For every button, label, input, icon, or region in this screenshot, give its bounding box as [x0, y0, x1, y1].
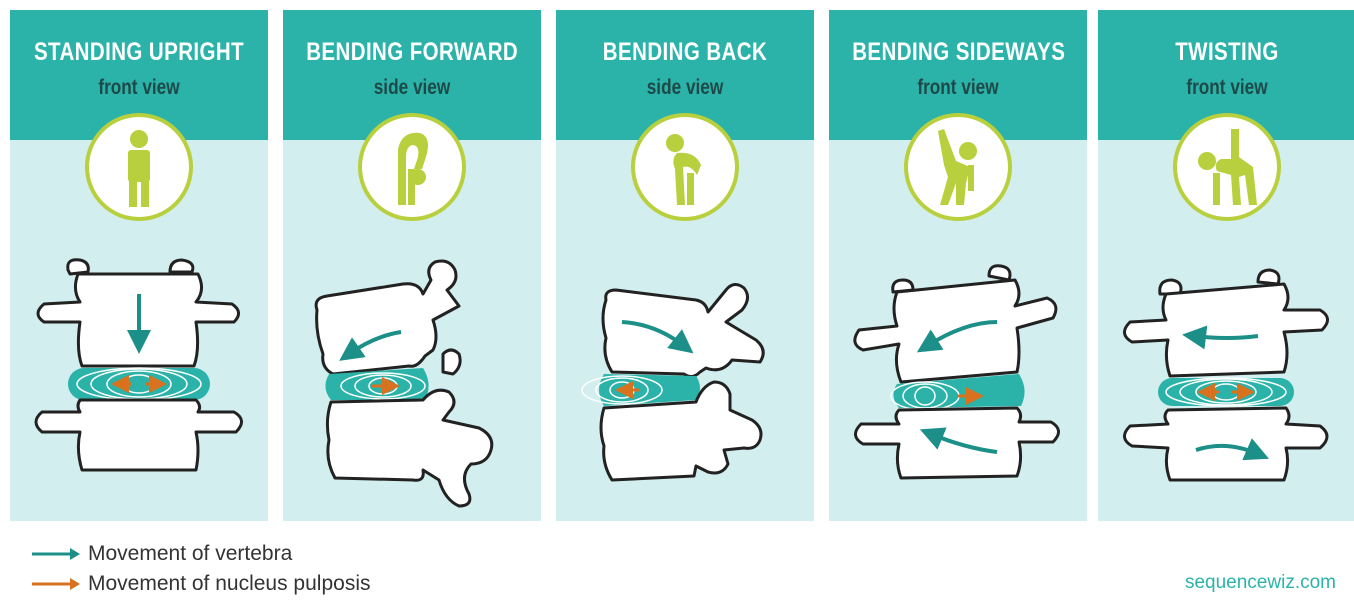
legend-vertebra: Movement of vertebra [30, 541, 292, 567]
spine-diagram [829, 250, 1087, 520]
intervertebral-disc [1158, 378, 1294, 406]
intervertebral-disc [68, 368, 210, 400]
standing-figure-icon [85, 113, 193, 221]
spine-diagram [10, 250, 268, 520]
upper-vertebra [1124, 270, 1327, 376]
panel-standing-upright: STANDING UPRIGHT front view [10, 10, 268, 521]
panel-title: BENDING BACK [579, 38, 791, 67]
upper-vertebra [316, 261, 459, 374]
legend-label: Movement of nucleus pulposis [88, 572, 371, 596]
panel-title: TWISTING [1121, 38, 1333, 67]
teal-arrow-icon [30, 547, 82, 561]
orange-arrow-icon [30, 577, 82, 591]
twist-figure-icon [1173, 113, 1281, 221]
panel-bending-back: BENDING BACK side view [556, 10, 814, 521]
spine-diagram [1098, 250, 1354, 520]
source-credit: sequencewiz.com [1185, 572, 1336, 594]
panel-title: BENDING FORWARD [306, 38, 518, 67]
spine-diagram [556, 250, 814, 520]
panel-title: BENDING SIDEWAYS [852, 38, 1064, 67]
backward-bend-figure-icon [631, 113, 739, 221]
panel-bending-sideways: BENDING SIDEWAYS front view [829, 10, 1087, 521]
panel-subtitle: front view [33, 76, 245, 100]
panel-subtitle: side view [306, 76, 518, 100]
upper-vertebra [603, 284, 763, 376]
legend-label: Movement of vertebra [88, 542, 292, 566]
vertebra-movement-arrow [1194, 336, 1258, 338]
forward-bend-figure-icon [358, 113, 466, 221]
panel-bending-forward: BENDING FORWARD side view [283, 10, 541, 521]
panel-title: STANDING UPRIGHT [33, 38, 245, 67]
side-bend-figure-icon [904, 113, 1012, 221]
panel-subtitle: side view [579, 76, 791, 100]
legend-nucleus: Movement of nucleus pulposis [30, 571, 371, 597]
panel-subtitle: front view [1121, 76, 1333, 100]
panel-twisting: TWISTING front view [1098, 10, 1354, 521]
lower-vertebra [36, 400, 242, 470]
upper-vertebra [855, 266, 1056, 382]
spine-diagram [283, 250, 541, 520]
panel-subtitle: front view [852, 76, 1064, 100]
intervertebral-disc [582, 374, 700, 406]
